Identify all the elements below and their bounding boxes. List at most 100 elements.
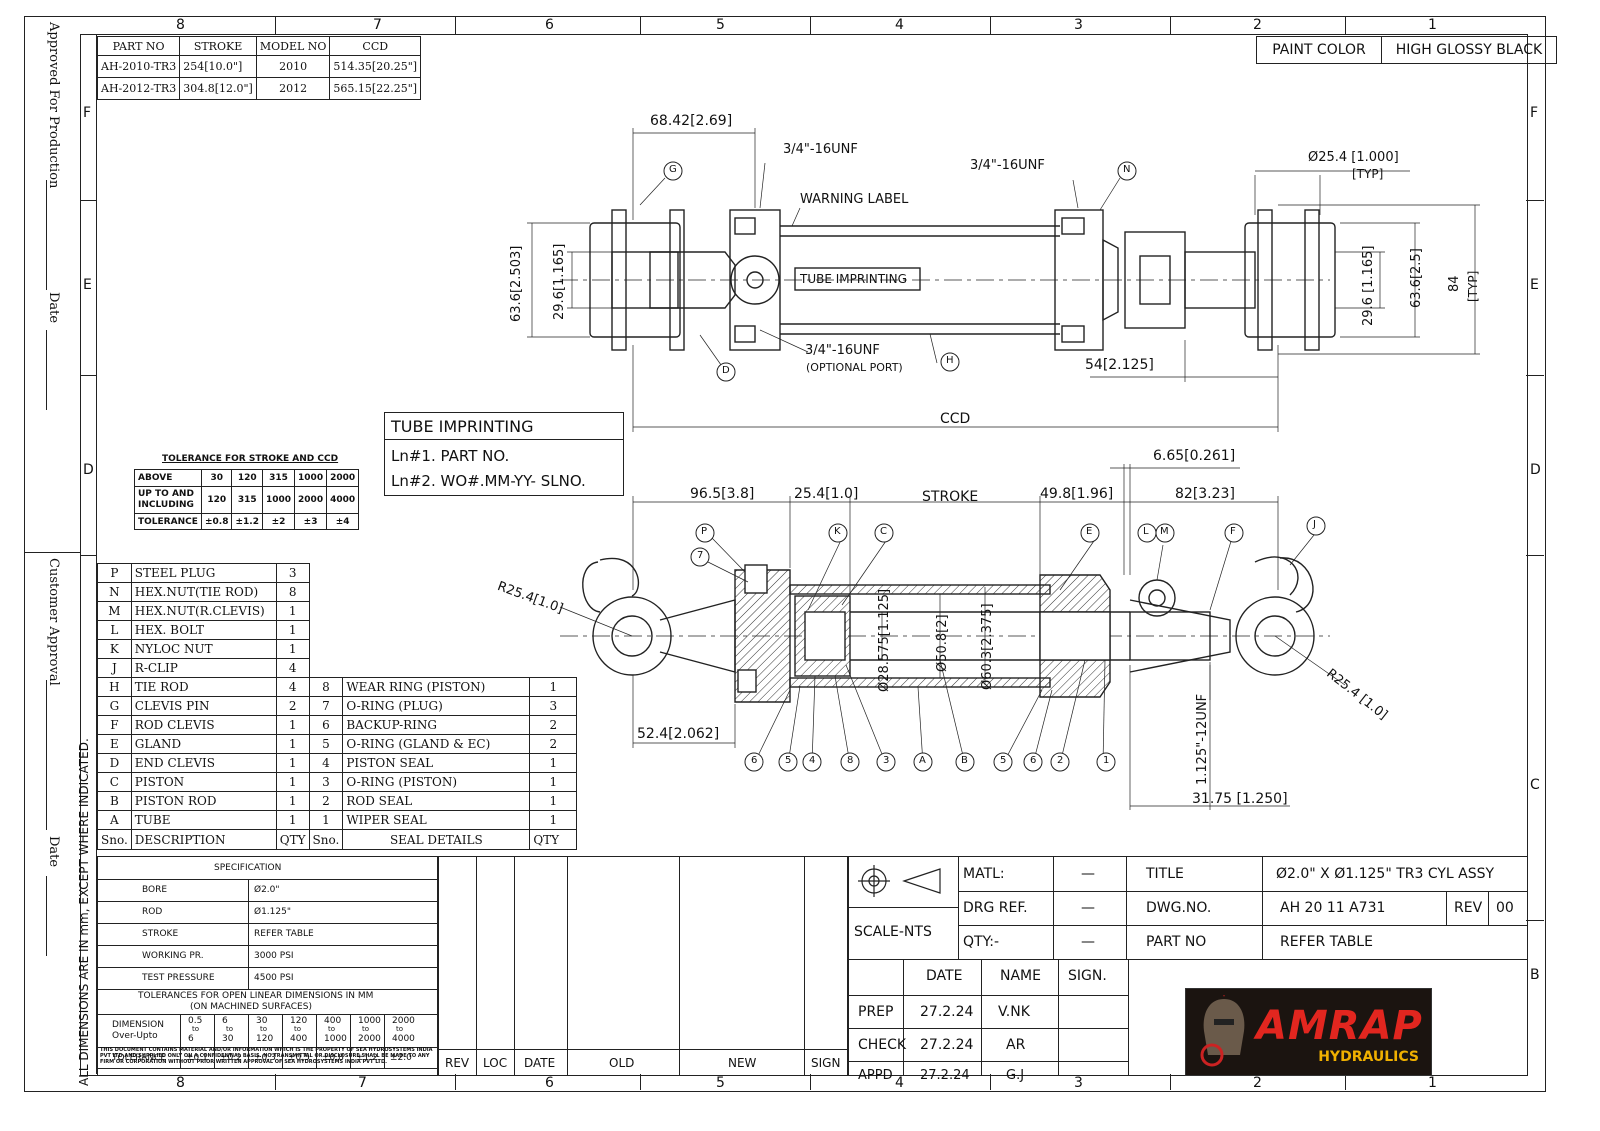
zone-label: 2 bbox=[1253, 1075, 1262, 1091]
drg-ref-label: DRG REF. bbox=[963, 900, 1028, 916]
tol-range: 2000 bbox=[358, 1034, 381, 1044]
dimension-row-label: DIMENSION bbox=[112, 1020, 164, 1030]
balloon-label: H bbox=[946, 355, 954, 366]
bom-cell: 1 bbox=[275, 620, 310, 640]
bom-cell: ROD SEAL bbox=[342, 791, 531, 811]
spec-value: 3000 PSI bbox=[254, 951, 294, 961]
balloon-label: A bbox=[919, 755, 926, 766]
bom-cell: PISTON ROD bbox=[130, 791, 277, 811]
new-col: NEW bbox=[728, 1056, 757, 1070]
bom-cell: J bbox=[97, 658, 132, 678]
spec-value: 4500 PSI bbox=[254, 973, 294, 983]
zone-label: 1 bbox=[1428, 1075, 1437, 1091]
dimension-label: 54[2.125] bbox=[1085, 357, 1154, 373]
cell: 254[10.0"] bbox=[179, 55, 257, 78]
rod-diameter: Ø28.575[1.125] bbox=[877, 588, 892, 692]
tol-value: ±0.1 bbox=[186, 1053, 208, 1063]
title-value: Ø2.0" X Ø1.125" TR3 CYL ASSY bbox=[1276, 866, 1495, 882]
tol-range: 6 bbox=[222, 1016, 228, 1026]
tol-range: 30 bbox=[222, 1034, 234, 1044]
spec-title: SPECIFICATION bbox=[214, 863, 282, 873]
pin-dimension: Ø25.4 [1.000] bbox=[1308, 150, 1399, 165]
dimension-label: 84 bbox=[1447, 275, 1462, 292]
bom-cell: 4 bbox=[275, 658, 310, 678]
bom-cell: 1 bbox=[275, 734, 310, 754]
rev-value: 00 bbox=[1496, 900, 1514, 916]
bom-cell: 2 bbox=[275, 696, 310, 716]
tube-imprinting-box: TUBE IMPRINTING Ln#1. PART NO. Ln#2. WO#… bbox=[384, 412, 624, 496]
bom-cell: 1 bbox=[529, 810, 578, 830]
cell: ±4 bbox=[326, 513, 360, 530]
dimension-label: 96.5[3.8] bbox=[690, 486, 755, 502]
check-name: AR bbox=[1006, 1037, 1026, 1053]
balloon-label: E bbox=[1086, 526, 1093, 537]
tube-imprint-callout: TUBE IMPRINTING bbox=[800, 272, 907, 286]
bom-cell: ROD CLEVIS bbox=[130, 715, 277, 735]
spec-value: Ø1.125" bbox=[254, 907, 291, 917]
bom-cell: 1 bbox=[275, 753, 310, 773]
bom-cell: 8 bbox=[308, 677, 344, 697]
dwg-no-label: DWG.NO. bbox=[1146, 900, 1212, 916]
brand-name: AMRAP bbox=[1256, 1003, 1423, 1049]
bom-footer-cell: QTY bbox=[529, 829, 578, 850]
rev-col: REV bbox=[445, 1056, 470, 1070]
title-label: TITLE bbox=[1146, 866, 1184, 882]
bom-cell: 2 bbox=[529, 715, 578, 735]
table-header-row: PART NO STROKE MODEL NO CCD bbox=[96, 36, 422, 56]
overupto-label: Over-Upto bbox=[112, 1031, 158, 1041]
warrior-helmet-icon bbox=[1200, 995, 1245, 1067]
stroke-dimension: STROKE bbox=[922, 489, 979, 505]
tol-range: to bbox=[192, 1025, 200, 1033]
bom-cell: PISTON bbox=[130, 772, 277, 792]
bom-cell: 1 bbox=[275, 791, 310, 811]
zone-label: 8 bbox=[176, 1075, 185, 1091]
date-header: DATE bbox=[926, 968, 963, 984]
balloon-label: P bbox=[701, 526, 708, 537]
bom-cell: 1 bbox=[529, 677, 578, 697]
balloon-label: D bbox=[722, 365, 730, 376]
bom-footer-cell: QTY bbox=[275, 829, 310, 850]
cell: 565.15[22.25"] bbox=[329, 77, 422, 100]
bom-cell: P bbox=[97, 563, 132, 583]
tol-value: ±0.2 bbox=[220, 1053, 242, 1063]
bom-cell: BACKUP-RING bbox=[342, 715, 531, 735]
part-table: PART NO STROKE MODEL NO CCD AH-2010-TR3 … bbox=[96, 36, 422, 100]
empty-cell bbox=[309, 640, 577, 659]
bom-cell: STEEL PLUG bbox=[130, 563, 277, 583]
bom-cell: 1 bbox=[275, 772, 310, 792]
zone-label: F bbox=[1530, 105, 1539, 121]
cell: ±1.2 bbox=[231, 513, 263, 530]
bom-cell: 2 bbox=[529, 734, 578, 754]
spec-value: Ø2.0" bbox=[254, 885, 280, 895]
tolerance-table: ABOVE 30 120 315 1000 2000 UP TO AND INC… bbox=[134, 469, 360, 530]
balloon-label: 1 bbox=[1103, 755, 1110, 766]
cell: 304.8[12.0"] bbox=[179, 77, 257, 100]
zone-label: E bbox=[1530, 277, 1539, 293]
bom-cell: K bbox=[97, 639, 132, 659]
balloon-label: N bbox=[1123, 164, 1131, 175]
empty-cell bbox=[309, 659, 577, 678]
bom-cell: TUBE bbox=[130, 810, 277, 830]
cell: 2012 bbox=[255, 77, 331, 100]
bom-cell: TIE ROD bbox=[130, 677, 277, 697]
appd-date: 27.2.24 bbox=[920, 1068, 970, 1083]
bom-cell: O-RING (PLUG) bbox=[342, 696, 531, 716]
tol-range: 6 bbox=[188, 1034, 194, 1044]
bom-footer-cell: SEAL DETAILS bbox=[342, 829, 531, 850]
port-label: 3/4"-16UNF bbox=[783, 142, 858, 157]
balloon-label: G bbox=[669, 164, 677, 175]
name-header: NAME bbox=[1000, 968, 1041, 984]
imprint-line-1: Ln#1. PART NO. bbox=[391, 447, 510, 465]
bom-cell: 1 bbox=[529, 753, 578, 773]
